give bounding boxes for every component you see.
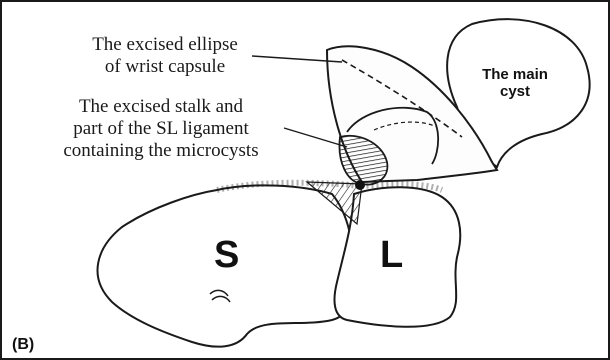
label-main-cyst-line2: cyst [470,83,560,100]
label-scaphoid: S [214,234,239,277]
label-main-cyst-line1: The main [470,66,560,83]
panel-label: (B) [12,336,34,354]
label-excised-stalk-line1: The excised stalk and [30,96,292,118]
stalk-attachment-point [355,180,365,190]
label-excised-ellipse-line2: of wrist capsule [70,56,260,78]
label-excised-stalk-line2: part of the SL ligament [30,118,292,140]
label-main-cyst: The main cyst [470,66,560,100]
leader-stalk [284,128,347,147]
label-excised-ellipse: The excised ellipse of wrist capsule [70,34,260,78]
label-lunate: L [380,234,403,277]
label-excised-ellipse-line1: The excised ellipse [70,34,260,56]
label-excised-stalk-line3: containing the microcysts [30,140,292,162]
label-excised-stalk: The excised stalk and part of the SL lig… [30,96,292,162]
